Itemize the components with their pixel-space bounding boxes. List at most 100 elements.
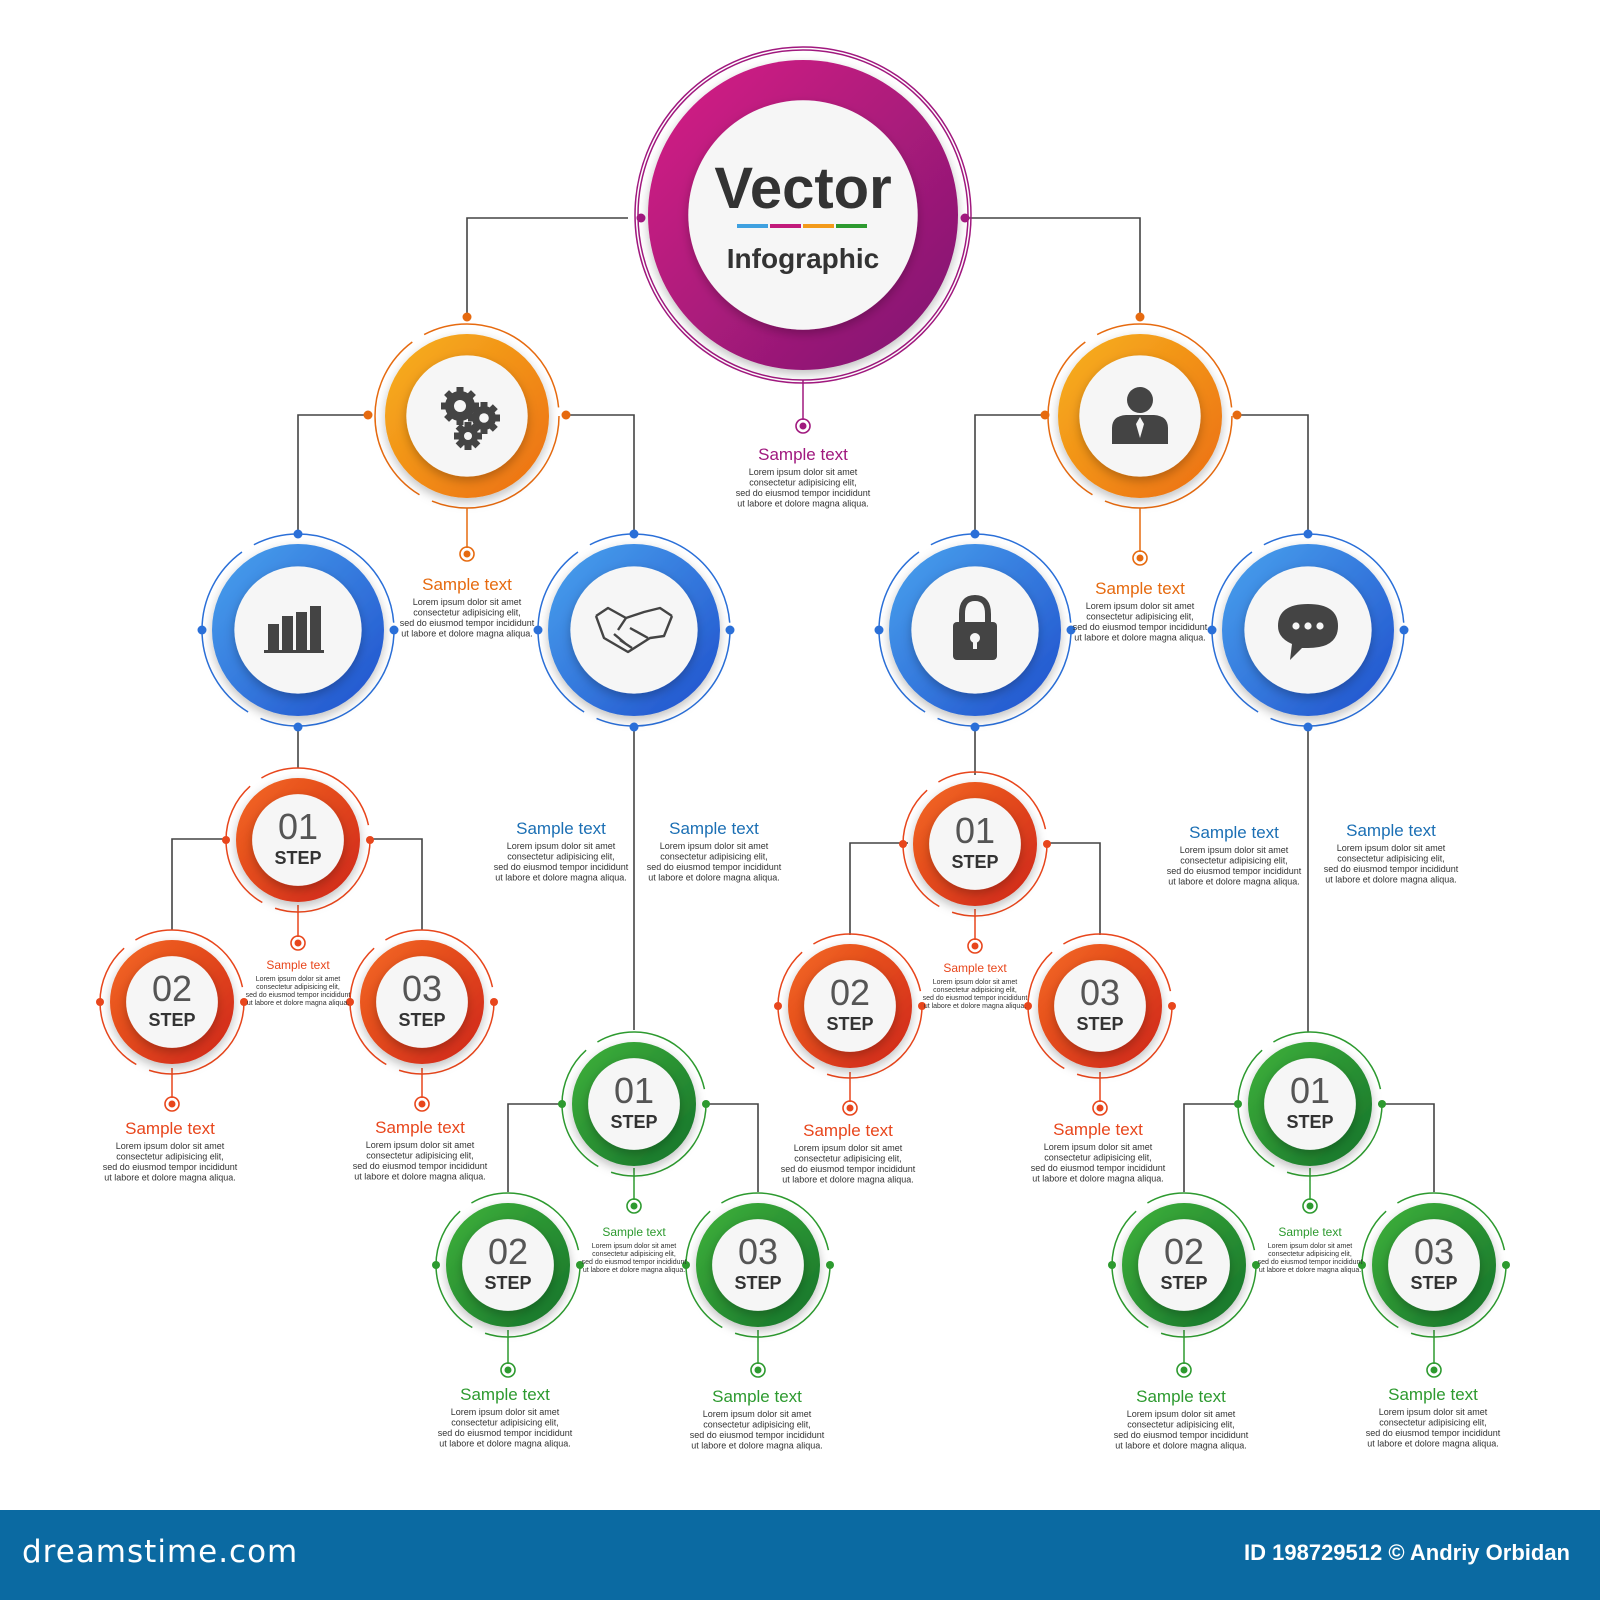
- lorem-line: ut labore et dolore magna aliqua.: [354, 1172, 486, 1182]
- connector-dot: [490, 998, 498, 1006]
- stem-marker: [1176, 1362, 1192, 1378]
- footer-brand[interactable]: dreamstime.com: [22, 1534, 299, 1570]
- stem-marker: [750, 1362, 766, 1378]
- bubble-dot: [1316, 622, 1324, 630]
- lorem-line: sed do eiusmod tempor incididunt: [353, 1161, 488, 1171]
- arm-top: [595, 606, 673, 620]
- lorem-line: sed do eiusmod tempor incididunt: [923, 995, 1028, 1002]
- sample-text-title: Sample text: [1278, 1225, 1342, 1239]
- lorem-line: consectetur adipisicing elit,: [660, 852, 768, 862]
- lorem-line: sed do eiusmod tempor incididunt: [438, 1428, 573, 1438]
- lorem-line: consectetur adipisicing elit,: [256, 984, 340, 991]
- stem-marker: [414, 1096, 430, 1112]
- step-label: STEP: [734, 1273, 781, 1293]
- connector-dot: [1096, 1104, 1104, 1112]
- lorem-line: sed do eiusmod tempor incididunt: [1324, 864, 1459, 874]
- connector-line: [704, 1103, 759, 1192]
- connector-dot: [363, 410, 373, 420]
- bubble-dot: [1304, 622, 1312, 630]
- step-number: 03: [1080, 972, 1120, 1013]
- lorem-line: ut labore et dolore magna aliqua.: [495, 873, 627, 883]
- connector-dot: [636, 213, 646, 223]
- inner-disc: [126, 956, 218, 1048]
- connector-dot: [197, 625, 207, 635]
- title-text: Vector: [714, 156, 891, 221]
- tie: [1136, 417, 1144, 438]
- title-underline-segment: [737, 224, 768, 228]
- connector-dot: [629, 722, 639, 732]
- lorem-line: sed do eiusmod tempor incididunt: [103, 1162, 238, 1172]
- sample-text-title: Sample text: [1346, 821, 1436, 840]
- lorem-line: sed do eiusmod tempor incididunt: [1167, 866, 1302, 876]
- sample-text-title: Sample text: [1388, 1385, 1478, 1404]
- step-label: STEP: [148, 1010, 195, 1030]
- connector-lines: [171, 217, 1435, 1364]
- stem-marker: [1092, 1100, 1108, 1116]
- step-label: STEP: [826, 1014, 873, 1034]
- connector-dot: [960, 213, 970, 223]
- step-label: STEP: [398, 1010, 445, 1030]
- stem-marker: [626, 1198, 642, 1214]
- connector-dot: [682, 1261, 690, 1269]
- connector-dot: [1303, 529, 1313, 539]
- inner-disc: [252, 794, 344, 886]
- connector-dot: [918, 1002, 926, 1010]
- connector-line: [849, 842, 908, 935]
- step-number: 03: [1414, 1231, 1454, 1272]
- connector-dot: [1207, 625, 1217, 635]
- lorem-line: consectetur adipisicing elit,: [1268, 1251, 1352, 1258]
- sample-text-title: Sample text: [1136, 1387, 1226, 1406]
- lorem-line: consectetur adipisicing elit,: [451, 1418, 559, 1428]
- connector-dot: [1040, 410, 1050, 420]
- lorem-line: Lorem ipsum dolor sit amet: [1086, 601, 1195, 611]
- gear-hole: [464, 432, 472, 440]
- lorem-line: sed do eiusmod tempor incididunt: [781, 1164, 916, 1174]
- stem-marker: [500, 1362, 516, 1378]
- chat-bubble-icon: [1278, 604, 1338, 660]
- stem-marker: [290, 935, 306, 951]
- connector-dot: [1502, 1261, 1510, 1269]
- connector-dot: [1108, 1261, 1116, 1269]
- bar: [296, 612, 307, 650]
- sample-text-title: Sample text: [375, 1118, 465, 1137]
- title-underline-segment: [770, 224, 801, 228]
- lorem-line: ut labore et dolore magna aliqua.: [782, 1175, 914, 1185]
- connector-dot: [1358, 1261, 1366, 1269]
- stem-marker: [1426, 1362, 1442, 1378]
- lorem-line: ut labore et dolore magna aliqua.: [401, 629, 533, 639]
- lorem-line: sed do eiusmod tempor incididunt: [1031, 1163, 1166, 1173]
- lorem-line: consectetur adipisicing elit,: [592, 1251, 676, 1258]
- connector-line: [962, 217, 1141, 317]
- lorem-line: ut labore et dolore magna aliqua.: [1168, 877, 1300, 887]
- connector-dot: [576, 1261, 584, 1269]
- shackle: [959, 594, 991, 624]
- connector-dot: [389, 625, 399, 635]
- connector-dot: [1024, 1002, 1032, 1010]
- step-label: STEP: [951, 852, 998, 872]
- inner-disc: [929, 798, 1021, 890]
- lorem-line: Lorem ipsum dolor sit amet: [794, 1143, 903, 1153]
- lorem-line: Lorem ipsum dolor sit amet: [1268, 1243, 1352, 1250]
- lorem-line: ut labore et dolore magna aliqua.: [1074, 633, 1206, 643]
- connector-line: [1237, 414, 1309, 534]
- connector-dot: [1066, 625, 1076, 635]
- bar-chart-icon: [264, 606, 324, 653]
- lorem-line: consectetur adipisicing elit,: [1379, 1418, 1487, 1428]
- lorem-line: Lorem ipsum dolor sit amet: [1044, 1142, 1153, 1152]
- connector-dot: [346, 998, 354, 1006]
- stem-marker: [164, 1096, 180, 1112]
- lorem-line: consectetur adipisicing elit,: [1337, 854, 1445, 864]
- connector-dot: [970, 529, 980, 539]
- lorem-line: sed do eiusmod tempor incididunt: [1366, 1428, 1501, 1438]
- lorem-line: Lorem ipsum dolor sit amet: [1127, 1409, 1236, 1419]
- connector-dot: [96, 998, 104, 1006]
